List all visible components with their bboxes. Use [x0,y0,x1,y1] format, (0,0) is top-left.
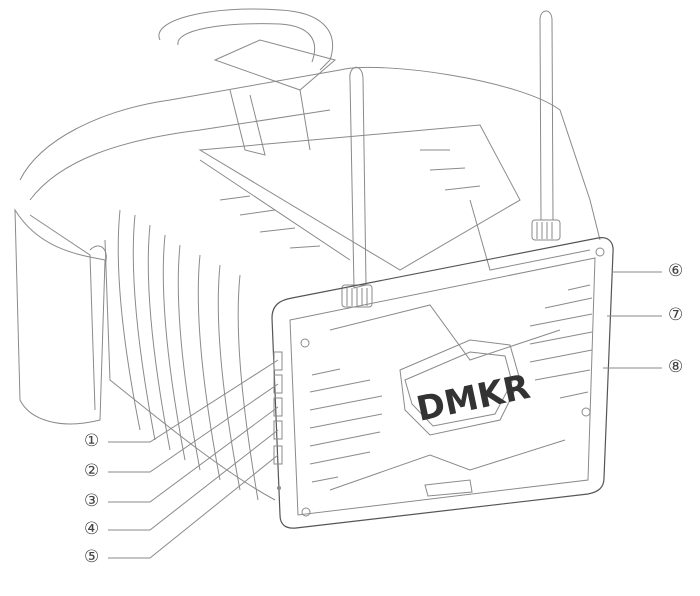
cooling-fins [117,209,259,501]
callout-2: ② [84,461,100,481]
head-strap [158,8,337,156]
antenna-right [531,10,561,241]
callout-7: ⑦ [668,305,684,325]
side-ports [273,351,283,490]
brand-logo: DMKR [413,367,533,430]
leader-lines [108,271,662,559]
callout-1: ① [84,431,100,451]
callout-4: ④ [84,519,100,539]
goggle-body [14,66,601,501]
callout-5: ⑤ [84,547,100,567]
port-4 [273,420,283,440]
callout-8: ⑧ [668,357,684,377]
front-panel: DMKR [271,237,614,529]
port-2 [273,374,283,394]
port-5 [273,445,283,465]
callout-6: ⑥ [668,261,684,281]
callout-3: ③ [84,491,100,511]
port-3 [273,397,283,417]
antenna-left [341,66,373,308]
port-1 [273,351,283,371]
